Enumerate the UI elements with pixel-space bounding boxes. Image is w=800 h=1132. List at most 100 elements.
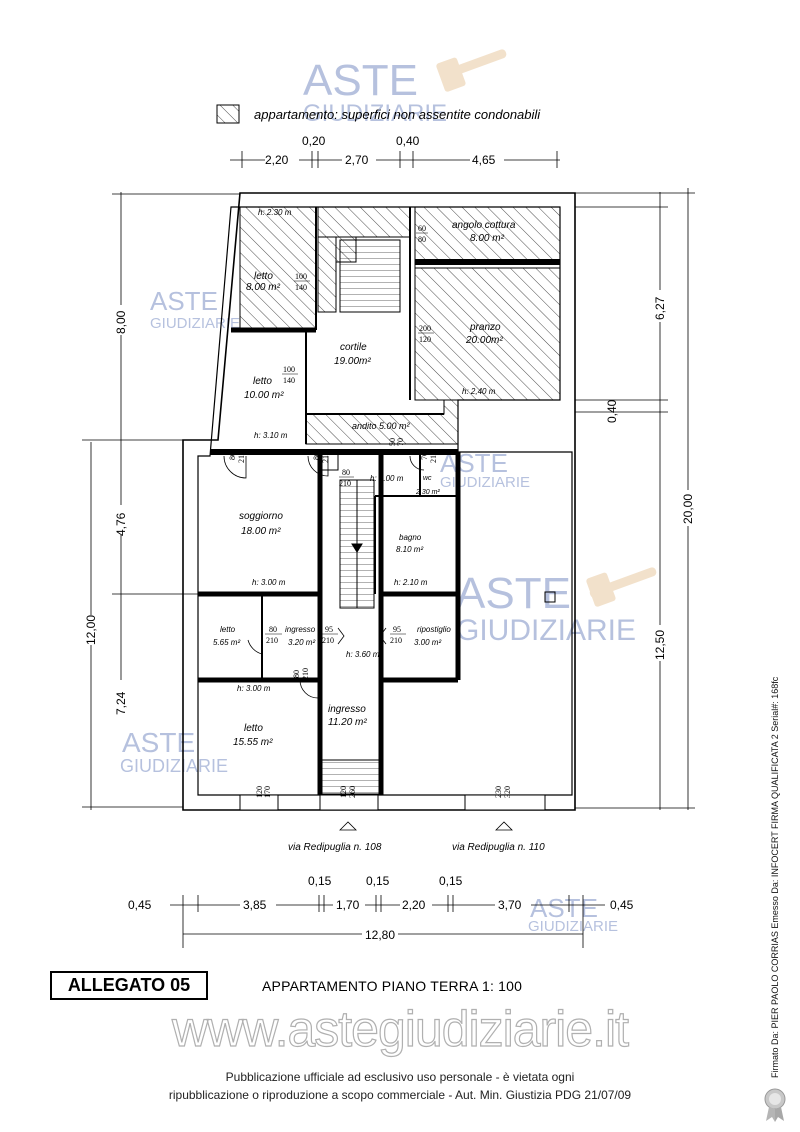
room-area-pranzo: 20.00m² xyxy=(465,335,503,346)
dim-top-3: 2,70 xyxy=(345,153,369,167)
watermark-bottom-left: ASTE GIUDIZIARIE xyxy=(120,727,228,776)
svg-text:80: 80 xyxy=(418,235,426,244)
height-hall: h: 3.60 m xyxy=(346,650,380,659)
watermark-giudiziarie: GIUDIZIARIE xyxy=(456,614,636,647)
room-name-wc: wc xyxy=(423,475,432,482)
dim-bottom-5: 0,15 xyxy=(366,874,390,888)
room-area-letto-small: 5.65 m² xyxy=(213,638,240,647)
svg-text:140: 140 xyxy=(283,376,295,385)
arrow-icon xyxy=(337,627,345,645)
footer-line-2: ripubblicazione o riproduzione a scopo c… xyxy=(168,1088,632,1102)
left-dimensions: 8,00 4,76 12,00 7,24 xyxy=(82,192,240,810)
svg-text:210: 210 xyxy=(237,451,246,463)
plan-title: APPARTAMENTO PIANO TERRA 1: 100 xyxy=(262,978,523,994)
dim-top-2: 0,20 xyxy=(302,134,326,148)
svg-text:120: 120 xyxy=(419,335,431,344)
height-pranzo: h: 2,40 m xyxy=(462,387,496,396)
walls xyxy=(182,192,576,811)
dim-right-1: 6,27 xyxy=(653,296,667,320)
watermark-giudiziarie: GIUDIZIARIE xyxy=(150,315,240,332)
svg-text:80: 80 xyxy=(312,452,321,460)
svg-text:210: 210 xyxy=(266,636,278,645)
door-letto-small xyxy=(247,639,263,655)
room-area-wc: 2.30 m² xyxy=(415,489,440,496)
watermark-aste: ASTE xyxy=(122,727,195,758)
dim-left-2: 4,76 xyxy=(114,512,128,536)
dim-right-4: 20,00 xyxy=(681,494,695,524)
dim-right-2: 0,40 xyxy=(605,399,619,423)
dim-top-1: 2,20 xyxy=(265,153,289,167)
svg-text:210: 210 xyxy=(301,668,310,680)
svg-text:60: 60 xyxy=(418,224,426,233)
dim-bottom-1: 0,45 xyxy=(128,898,152,912)
dim-left-1: 8,00 xyxy=(114,310,128,334)
website-watermark: www.astegiudiziarie.it xyxy=(171,1000,629,1057)
svg-text:100: 100 xyxy=(283,365,295,374)
room-area-letto-mid: 10.00 m² xyxy=(244,390,284,401)
footer-line-1: Pubblicazione ufficiale ad esclusivo uso… xyxy=(225,1070,575,1084)
room-name-pranzo: pranzo xyxy=(469,322,501,333)
svg-text:210: 210 xyxy=(390,636,402,645)
street-108: via Redipuglia n. 108 xyxy=(288,842,382,853)
hatch-stair-left xyxy=(317,236,337,313)
svg-text:80: 80 xyxy=(292,670,301,678)
svg-text:210: 210 xyxy=(339,479,351,488)
svg-text:230: 230 xyxy=(494,786,503,798)
svg-text:210: 210 xyxy=(322,636,334,645)
room-name-angolo-cottura: angolo cottura xyxy=(452,220,516,231)
watermark-giudiziarie: GIUDIZIARIE xyxy=(440,474,530,491)
door-corridor xyxy=(307,455,329,477)
room-name-ingresso-small: ingresso xyxy=(285,625,316,634)
arrow-icon xyxy=(379,627,387,645)
height-corridor: h: 2.00 m xyxy=(370,474,404,483)
dim-bottom-total: 12,80 xyxy=(365,928,395,942)
watermark-giudiziarie: GIUDIZIARIE xyxy=(528,918,618,935)
stair-ingresso xyxy=(321,759,381,795)
dim-bottom-2: 3,85 xyxy=(243,898,267,912)
legend-text: appartamento: superfici non assentite co… xyxy=(254,107,541,122)
svg-text:200: 200 xyxy=(419,324,431,333)
dim-bottom-7: 0,15 xyxy=(439,874,463,888)
dim-bottom-3: 0,15 xyxy=(308,874,332,888)
bottom-dimensions: 0,45 3,85 0,15 1,70 0,15 2,20 0,15 3,70 … xyxy=(128,874,634,948)
room-area-letto-top: 8.00 m² xyxy=(246,282,281,293)
hatch-cortile-top xyxy=(317,206,411,238)
door-swings xyxy=(223,455,513,831)
hammer-icon xyxy=(436,49,507,92)
entry-arrow-icon xyxy=(339,821,357,831)
room-name-ripostiglio: ripostiglio xyxy=(417,625,451,634)
entry-arrow-icon xyxy=(495,821,513,831)
top-dimensions: 2,20 0,20 2,70 0,40 4,65 xyxy=(230,134,560,168)
dim-left-3: 12,00 xyxy=(84,615,98,645)
svg-text:95: 95 xyxy=(393,625,401,634)
room-name-bagno: bagno xyxy=(399,533,422,542)
dim-top-5: 4,65 xyxy=(472,153,496,167)
svg-text:120: 120 xyxy=(255,786,264,798)
room-name-letto-bottom: letto xyxy=(244,723,263,734)
hammer-icon xyxy=(586,567,657,607)
dim-left-4: 7,24 xyxy=(114,691,128,715)
room-area-ingresso-small: 3.20 m² xyxy=(288,638,315,647)
svg-text:120: 120 xyxy=(339,786,348,798)
digital-signature: Firmato Da: PIER PAOLO CORRIAS Emesso Da… xyxy=(770,676,780,1078)
dim-right-3: 12,50 xyxy=(653,630,667,660)
allegato-label: ALLEGATO 05 xyxy=(50,971,208,1000)
watermark-left: ASTE GIUDIZIARIE xyxy=(150,286,240,332)
watermark-aste: ASTE xyxy=(150,286,218,316)
room-name-letto-small: letto xyxy=(220,625,236,634)
svg-text:80: 80 xyxy=(342,468,350,477)
room-area-bagno: 8.10 m² xyxy=(396,545,423,554)
watermark-giudiziarie: GIUDIZIARIE xyxy=(120,756,228,776)
svg-text:50: 50 xyxy=(388,438,397,446)
stair-cortile xyxy=(339,239,401,313)
room-area-letto-bottom: 15.55 m² xyxy=(233,737,273,748)
svg-text:95: 95 xyxy=(325,625,333,634)
svg-text:320: 320 xyxy=(503,786,512,798)
